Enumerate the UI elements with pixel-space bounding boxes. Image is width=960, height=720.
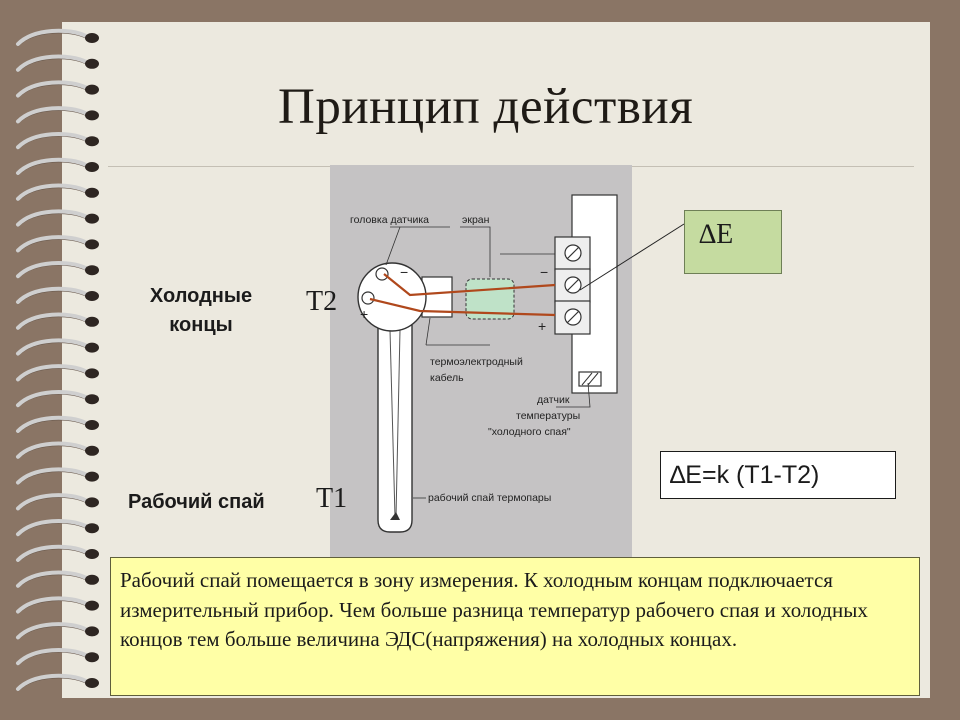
label-working-junction: Рабочий спай: [128, 491, 265, 513]
binding-ring: [16, 106, 99, 124]
binding-ring: [16, 518, 99, 537]
label-sensor-2: температуры: [516, 410, 580, 422]
wire-plus: [369, 297, 556, 317]
label-t1: Т1: [316, 483, 348, 514]
label-head: головка датчика: [350, 214, 429, 226]
formula-box: ∆E=k (T1-T2): [660, 451, 896, 499]
diagram-svg: головка датчика экран термоэлектродный к…: [350, 194, 618, 533]
binding-ring: [16, 622, 99, 640]
binding-ring: [16, 28, 99, 47]
binding-ring: [16, 235, 99, 253]
binding-ring: [16, 183, 99, 202]
binding-ring: [16, 493, 99, 511]
binding-ring: [16, 338, 99, 357]
label-t2: Т2: [306, 286, 338, 317]
binding-ring: [16, 80, 99, 99]
binding-ring: [16, 209, 99, 228]
binding-ring: [16, 596, 99, 615]
head-gland: [421, 276, 453, 318]
binding-ring: [16, 389, 99, 408]
binding-ring: [16, 673, 99, 692]
terminal-plus: +: [538, 318, 546, 334]
thermocouple-diagram: головка датчика экран термоэлектродный к…: [330, 165, 632, 560]
binding-ring: [16, 260, 99, 279]
terminal-minus: −: [540, 264, 548, 280]
label-sensor-3: "холодного спая": [488, 426, 571, 438]
spiral-binding: [16, 28, 99, 692]
binding-ring: [16, 441, 99, 460]
binding-ring: [16, 131, 99, 150]
label-cable-1: термоэлектродный: [430, 356, 523, 368]
binding-ring: [16, 364, 99, 382]
binding-ring: [16, 544, 99, 563]
binding-ring: [16, 157, 99, 176]
delta-e-box: ∆Е: [684, 210, 782, 274]
probe-stem: [377, 325, 413, 533]
label-cable-2: кабель: [430, 372, 464, 384]
description-box: Рабочий спай помещается в зону измерения…: [110, 557, 920, 696]
junction-tip: [390, 512, 400, 520]
binding-ring: [16, 286, 99, 305]
head-plus: +: [360, 306, 368, 322]
binding-ring: [16, 415, 99, 434]
label-screen: экран: [462, 214, 490, 226]
binding-ring: [16, 647, 99, 666]
binding-ring: [16, 467, 99, 486]
sensor-head: [357, 262, 427, 332]
label-sensor-1: датчик: [537, 394, 570, 406]
wire-minus: [383, 273, 556, 297]
binding-ring: [16, 54, 99, 73]
binding-ring: [16, 312, 99, 331]
label-cold-ends: Холодные концы: [149, 285, 253, 336]
head-minus: −: [400, 264, 408, 280]
slide-title: Принцип действия: [278, 79, 694, 135]
label-junction: рабочий спай термопары: [428, 492, 551, 504]
binding-ring: [16, 570, 99, 589]
